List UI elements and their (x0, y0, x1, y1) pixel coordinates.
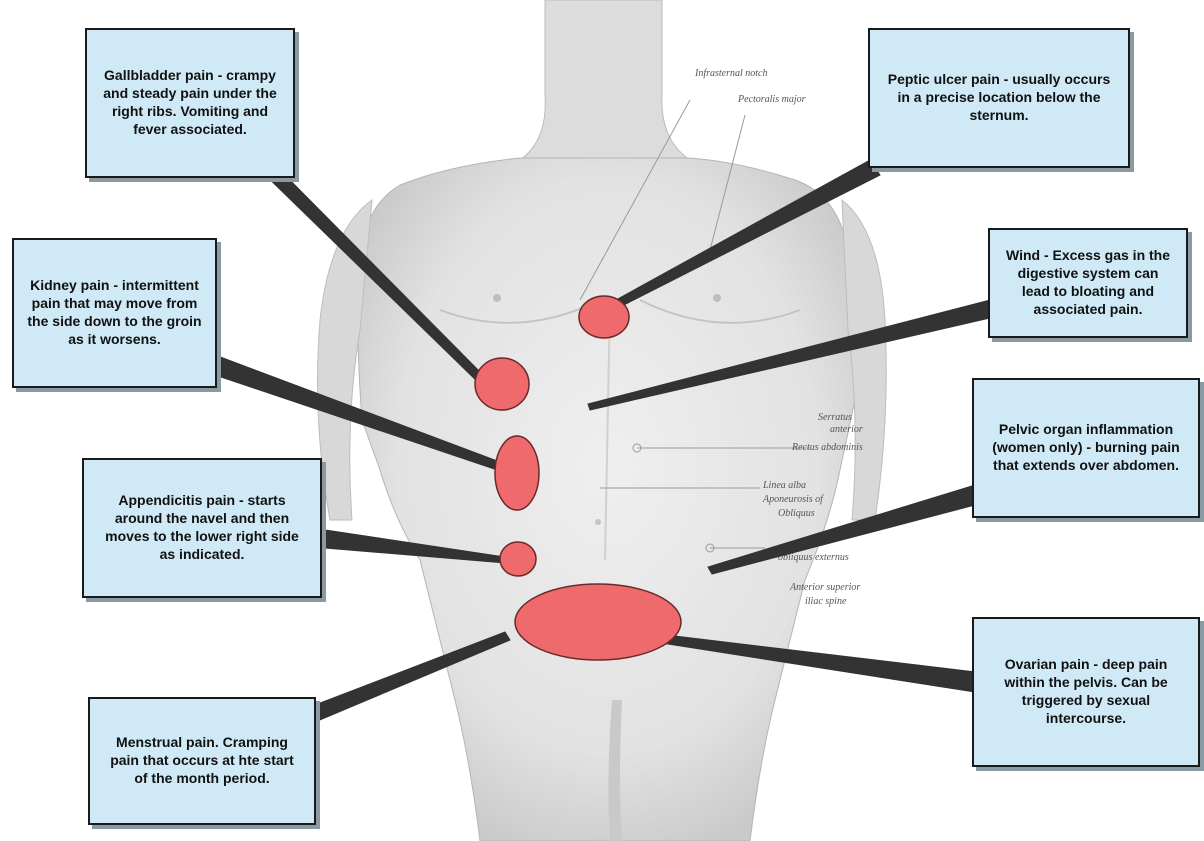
marker-gallbladder (475, 358, 529, 410)
callout-appendicitis: Appendicitis pain - starts around the na… (82, 458, 322, 598)
callout-wind-text: Wind - Excess gas in the digestive syste… (1002, 247, 1174, 319)
callout-kidney: Kidney pain - intermittent pain that may… (12, 238, 217, 388)
callout-ovarian-text: Ovarian pain - deep pain within the pelv… (986, 656, 1186, 728)
callout-peptic: Peptic ulcer pain - usually occurs in a … (868, 28, 1130, 168)
callout-pelvic: Pelvic organ inflammation (women only) -… (972, 378, 1200, 518)
callout-gallbladder-text: Gallbladder pain - crampy and steady pai… (99, 67, 281, 139)
pointer-menstrual (315, 632, 510, 722)
callout-wind: Wind - Excess gas in the digestive syste… (988, 228, 1188, 338)
callout-pelvic-text: Pelvic organ inflammation (women only) -… (986, 421, 1186, 475)
callout-kidney-text: Kidney pain - intermittent pain that may… (26, 277, 203, 349)
pointer-wind (588, 300, 990, 410)
callout-ovarian: Ovarian pain - deep pain within the pelv… (972, 617, 1200, 767)
callout-menstrual-text: Menstrual pain. Cramping pain that occur… (102, 734, 302, 788)
pointer-gallbladder (255, 165, 490, 388)
callout-appendicitis-text: Appendicitis pain - starts around the na… (96, 492, 308, 564)
pointer-ovarian (655, 634, 975, 692)
marker-appendicitis (500, 542, 536, 576)
pointer-kidney (215, 355, 512, 475)
callout-menstrual: Menstrual pain. Cramping pain that occur… (88, 697, 316, 825)
marker-menstrual-ovarian (515, 584, 681, 660)
marker-peptic (579, 296, 629, 338)
pointer-peptic (605, 160, 880, 312)
pointer-appendicitis (325, 530, 505, 563)
marker-kidney (495, 436, 539, 510)
pointer-pelvic (708, 485, 975, 574)
callout-gallbladder: Gallbladder pain - crampy and steady pai… (85, 28, 295, 178)
callout-peptic-text: Peptic ulcer pain - usually occurs in a … (882, 71, 1116, 125)
